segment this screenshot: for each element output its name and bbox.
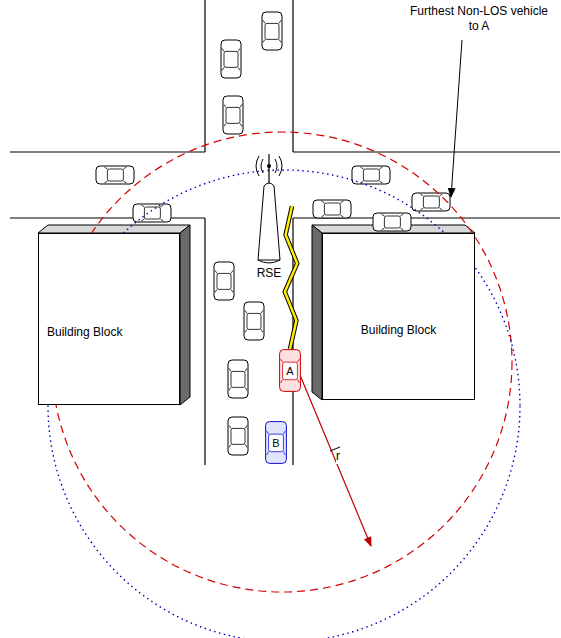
callout-note: Furthest Non-LOS vehicle to A bbox=[404, 4, 554, 34]
rse-tower: RSE bbox=[246, 146, 292, 280]
building-shading bbox=[38, 225, 475, 405]
vehicle-a: A bbox=[279, 349, 301, 392]
wireless-link bbox=[285, 206, 297, 349]
radius-arrow bbox=[300, 375, 371, 546]
building-block: Building Block bbox=[322, 233, 475, 400]
vehicle-letter: A bbox=[285, 365, 294, 377]
callout-leader bbox=[451, 40, 462, 197]
car bbox=[266, 422, 287, 464]
building-block: Building Block bbox=[38, 233, 180, 405]
car bbox=[412, 193, 450, 211]
vehicle-b: B bbox=[265, 421, 287, 464]
radius-label: r bbox=[336, 449, 350, 464]
car bbox=[244, 302, 264, 340]
car bbox=[280, 350, 301, 392]
car bbox=[373, 213, 411, 231]
car bbox=[214, 262, 234, 300]
car bbox=[96, 166, 134, 184]
car bbox=[313, 200, 351, 218]
car bbox=[223, 96, 243, 134]
road-edges bbox=[10, 0, 560, 465]
antenna-tower bbox=[246, 146, 292, 280]
car bbox=[221, 40, 241, 78]
car bbox=[352, 166, 390, 184]
rse-label: RSE bbox=[257, 266, 282, 280]
building-label: Building Block bbox=[47, 325, 122, 339]
car bbox=[228, 417, 248, 455]
car bbox=[262, 12, 282, 50]
car bbox=[228, 360, 248, 398]
vehicle-letter: B bbox=[271, 437, 280, 449]
building-label: Building Block bbox=[361, 323, 436, 337]
